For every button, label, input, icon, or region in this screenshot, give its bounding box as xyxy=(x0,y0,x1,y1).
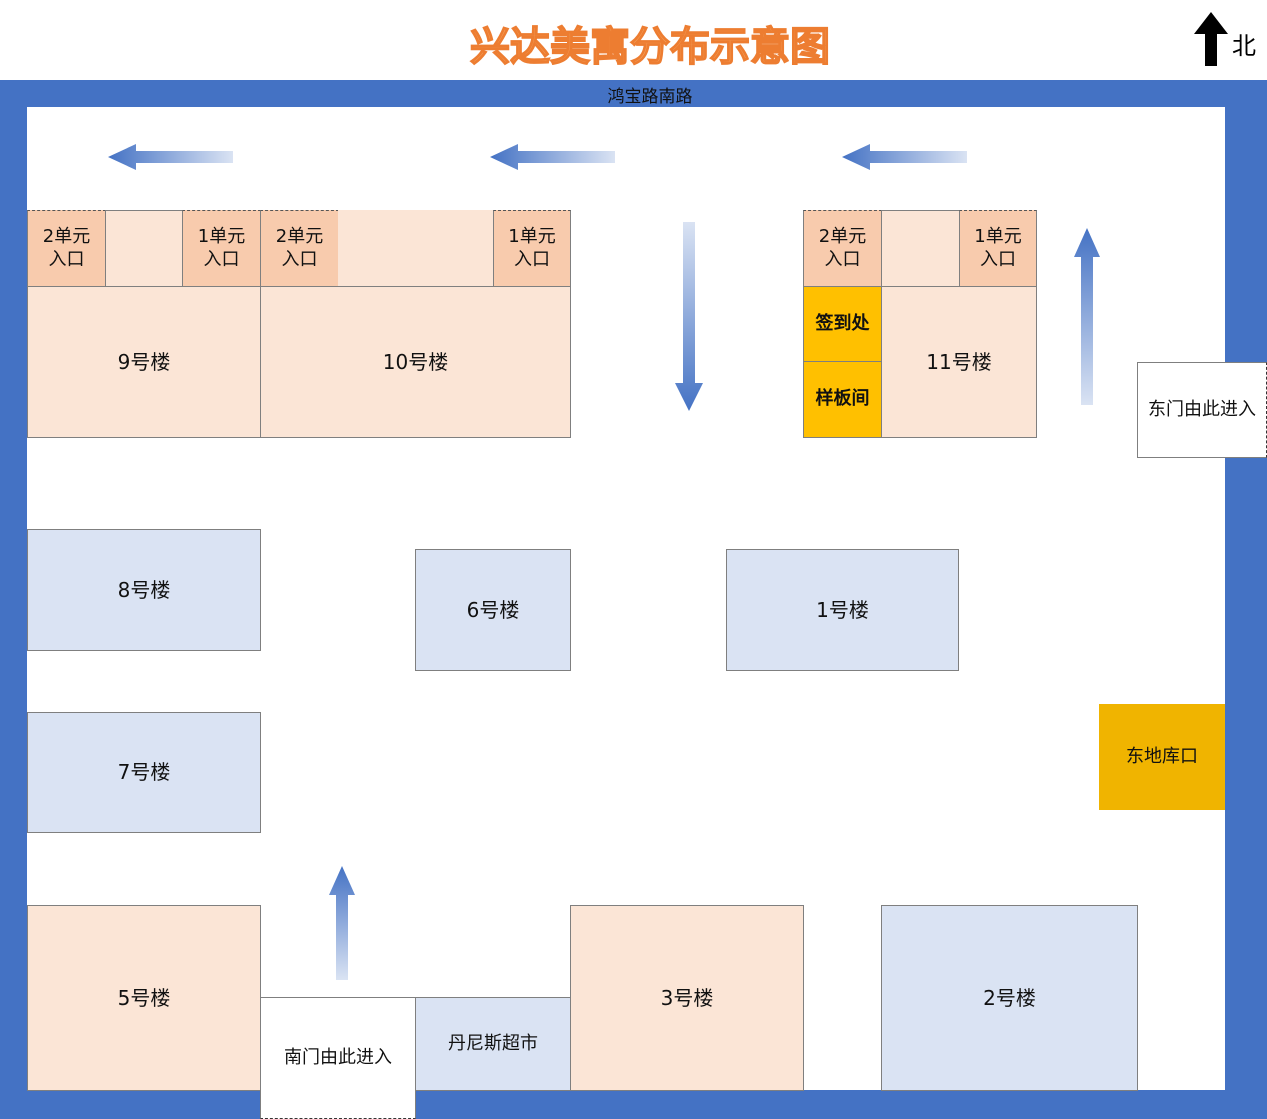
building-8: 8号楼 xyxy=(27,529,261,651)
arrow-down-icon xyxy=(675,222,703,411)
unit2-entrance-b9: 2单元 入口 xyxy=(27,210,106,287)
b9-courtyard xyxy=(105,210,183,287)
arrow-left-icon xyxy=(490,144,615,170)
building-2: 2号楼 xyxy=(881,905,1138,1091)
unit2-entrance-b11: 2单元 入口 xyxy=(803,210,882,287)
unit2-entrance-b10: 2单元 入口 xyxy=(260,210,339,287)
dennis-supermarket: 丹尼斯超市 xyxy=(415,997,571,1091)
road-label: 鸿宝路南路 xyxy=(607,87,693,107)
north-label: 北 xyxy=(1232,32,1256,60)
model-room: 样板间 xyxy=(803,361,882,438)
east-gate: 东门由此进入 xyxy=(1137,362,1267,458)
sign-in-desk: 签到处 xyxy=(803,286,882,362)
unit1-entrance-b10: 1单元 入口 xyxy=(493,210,571,287)
arrow-up-icon xyxy=(1074,228,1100,405)
building-10: 10号楼 xyxy=(260,286,571,438)
building-6: 6号楼 xyxy=(415,549,571,671)
south-gate: 南门由此进入 xyxy=(260,997,416,1119)
building-11: 11号楼 xyxy=(881,286,1037,438)
east-garage-entrance: 东地库口 xyxy=(1099,704,1225,810)
building-5: 5号楼 xyxy=(27,905,261,1091)
building-7: 7号楼 xyxy=(27,712,261,833)
building-1: 1号楼 xyxy=(726,549,959,671)
arrow-left-icon xyxy=(108,144,233,170)
building-3: 3号楼 xyxy=(570,905,804,1091)
arrow-left-icon xyxy=(842,144,967,170)
north-arrow-icon xyxy=(1194,12,1228,70)
page-title: 兴达美寓分布示意图 xyxy=(469,23,831,71)
b10-courtyard xyxy=(338,210,494,287)
building-9: 9号楼 xyxy=(27,286,261,438)
unit1-entrance-b11: 1单元 入口 xyxy=(959,210,1037,287)
arrow-up-icon xyxy=(329,866,355,980)
b11-courtyard xyxy=(881,210,960,287)
unit1-entrance-b9: 1单元 入口 xyxy=(182,210,261,287)
